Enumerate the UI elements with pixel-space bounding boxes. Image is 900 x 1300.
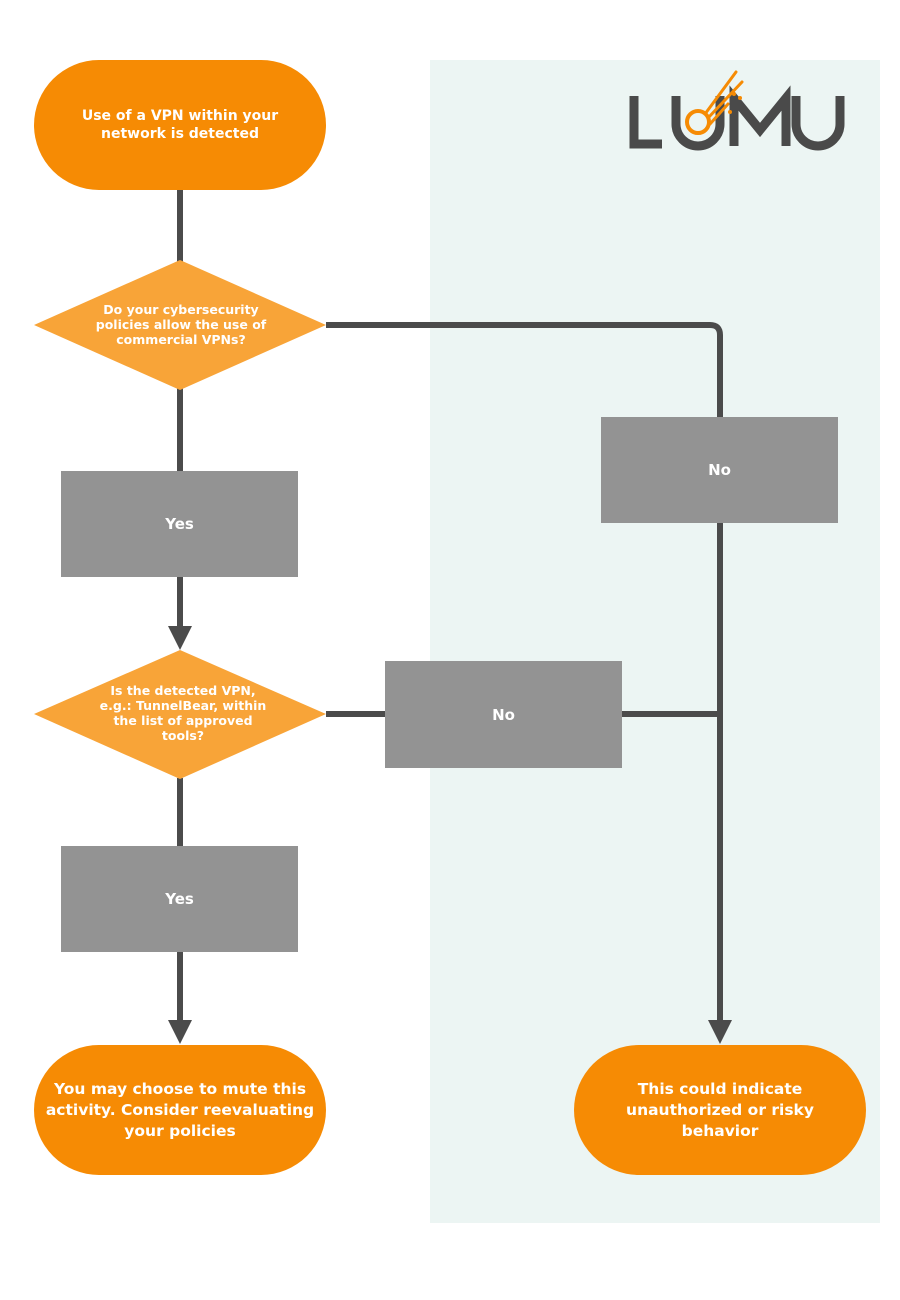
decision2-diamond (34, 650, 326, 779)
decision2-no-box: No (385, 661, 622, 768)
end-terminal-risky: This could indicate unauthorized or risk… (574, 1045, 866, 1175)
connector-decision1-to-no (326, 322, 723, 418)
decision1-yes-label: Yes (165, 515, 194, 533)
decision1-no-label: No (708, 461, 731, 479)
decision1-diamond (34, 260, 326, 390)
decision2-yes-box: Yes (61, 846, 298, 952)
lumu-logo (629, 70, 845, 151)
right-background-panel (430, 60, 880, 1223)
decision1-text: Do your cybersecurity policies allow the… (95, 302, 267, 347)
decision2-yes-label: Yes (165, 890, 194, 908)
end-terminal-mute: You may choose to mute this activity. Co… (34, 1045, 326, 1175)
decision2-no-label: No (492, 705, 515, 724)
arrowhead-to-end-mute (168, 1020, 192, 1044)
decision1-no-box: No (601, 417, 838, 523)
end-terminal-risky-text: This could indicate unauthorized or risk… (626, 1079, 814, 1140)
end-terminal-mute-text: You may choose to mute this activity. Co… (45, 1079, 315, 1140)
start-terminal-text: Use of a VPN within your network is dete… (81, 108, 279, 142)
start-terminal: Use of a VPN within your network is dete… (34, 60, 326, 190)
decision1-yes-box: Yes (61, 471, 298, 577)
arrowhead-to-decision2 (168, 626, 192, 650)
decision2-text: Is the detected VPN, e.g.: TunnelBear, w… (99, 683, 267, 743)
arrowhead-to-end-risky (708, 1020, 732, 1044)
